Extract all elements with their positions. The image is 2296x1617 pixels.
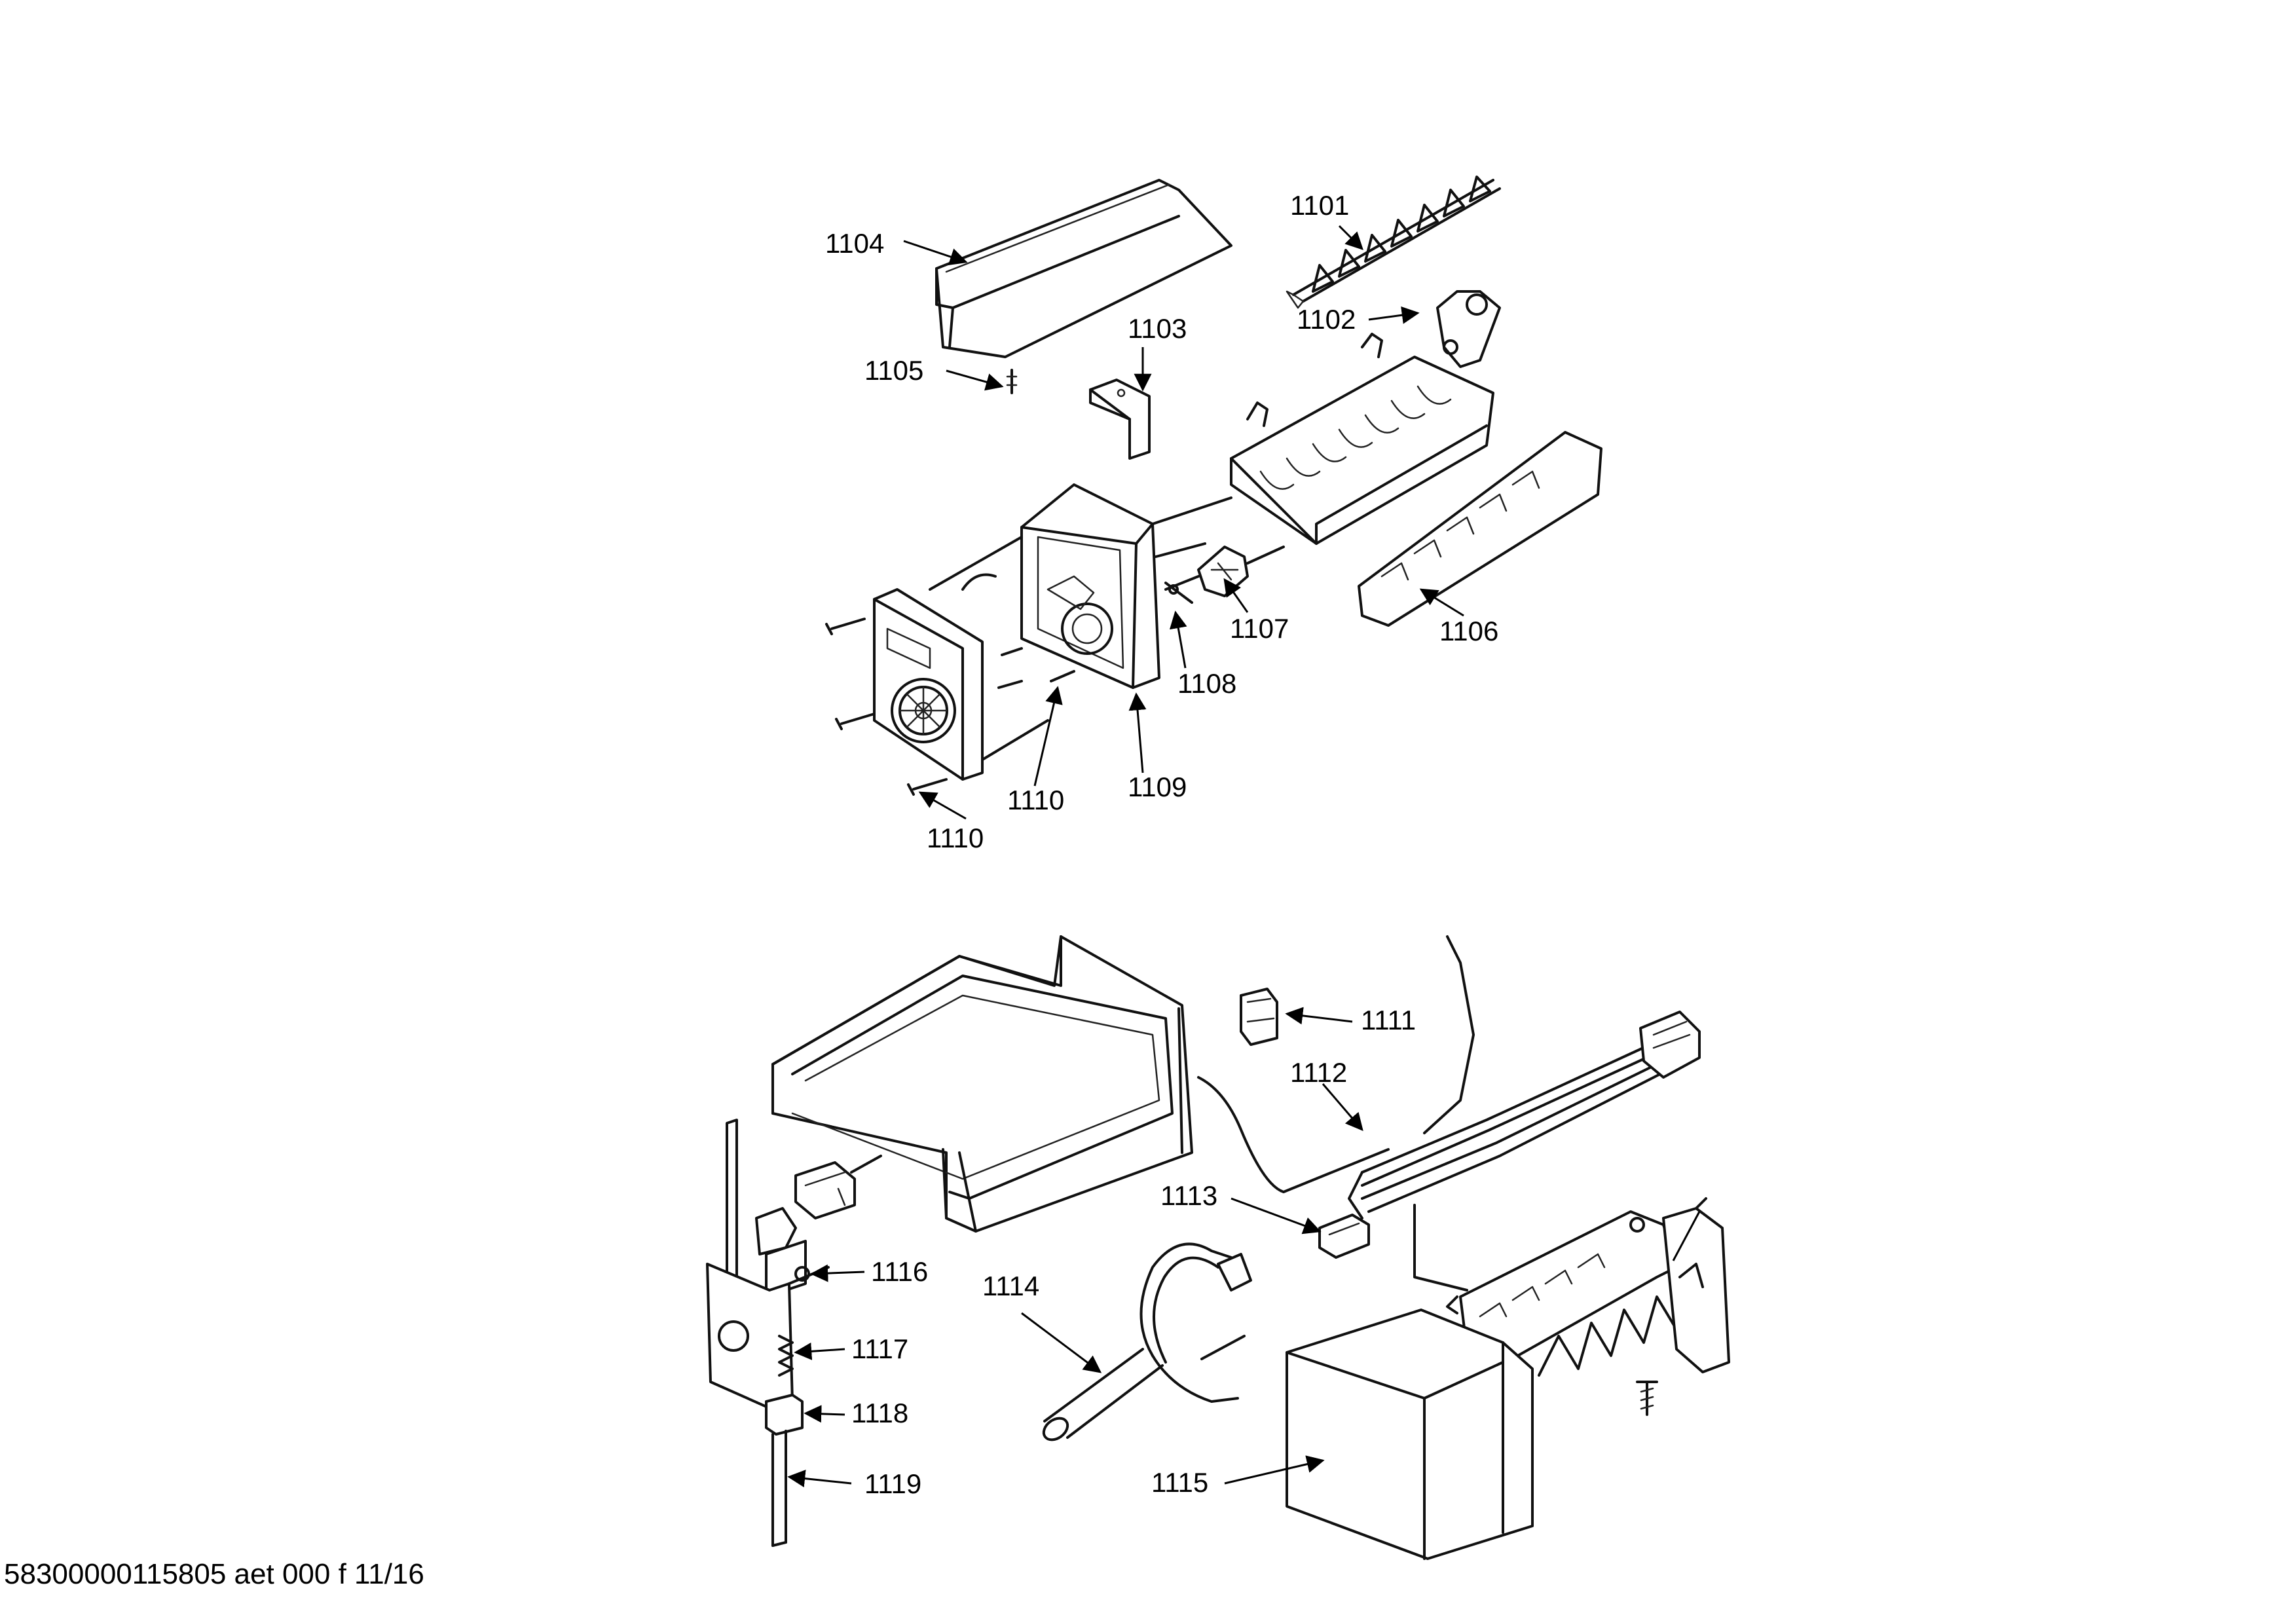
leader-lines	[787, 225, 1701, 1487]
dispenser-mechanism	[706, 1119, 882, 1547]
label-1105: 1105	[864, 355, 923, 386]
label-1113: 1113	[1160, 1180, 1217, 1211]
part-1110-screws	[825, 618, 1075, 796]
part-1101-ejector	[1286, 176, 1501, 309]
part-1106-ice-tray	[1230, 333, 1602, 627]
part-1108-pin	[1164, 582, 1193, 604]
label-1118: 1118	[851, 1398, 908, 1428]
label-1116: 1116	[871, 1256, 928, 1287]
label-1109: 1109	[1128, 771, 1187, 802]
part-1113-connector	[1318, 1214, 1370, 1259]
label-1103: 1103	[1128, 313, 1187, 344]
label-1111: 1111	[1361, 1005, 1416, 1035]
part-1109-control-housing	[1020, 483, 1232, 689]
part-1112-wire	[1197, 935, 1475, 1193]
label-1119: 1119	[864, 1468, 921, 1499]
part-labels: 1101 1102 1103 1104 1105 1106 1107 1108 …	[825, 190, 1498, 1499]
label-1117: 1117	[851, 1333, 908, 1364]
label-1101: 1101	[1290, 190, 1349, 221]
label-1108: 1108	[1177, 668, 1236, 699]
part-1114-fill-tube	[1042, 1242, 1252, 1441]
part-1105-screw	[1006, 369, 1018, 394]
part-1102-cam	[1436, 290, 1501, 368]
label-1115: 1115	[1151, 1467, 1208, 1498]
footer-document-code: 58300000115805 aet 000 f 11/16	[4, 1558, 424, 1590]
part-1111-clip	[1240, 988, 1278, 1046]
label-1112: 1112	[1290, 1057, 1347, 1088]
label-1102: 1102	[1297, 304, 1356, 335]
part-1107-thermostat	[1164, 546, 1285, 597]
wire-harness	[1348, 1011, 1701, 1219]
label-1104: 1104	[825, 228, 884, 259]
part-1104-cover-plate	[935, 179, 1232, 358]
ice-bucket	[771, 935, 1193, 1233]
label-1107: 1107	[1230, 613, 1289, 644]
part-1103-bracket	[1089, 379, 1151, 460]
part-1115-cover	[1286, 1309, 1534, 1560]
label-1110-outer: 1110	[927, 823, 984, 853]
part-1110-front-cover	[873, 588, 984, 781]
label-1114: 1114	[982, 1271, 1039, 1301]
label-1110-inner: 1110	[1007, 785, 1064, 815]
label-1106: 1106	[1439, 616, 1498, 646]
